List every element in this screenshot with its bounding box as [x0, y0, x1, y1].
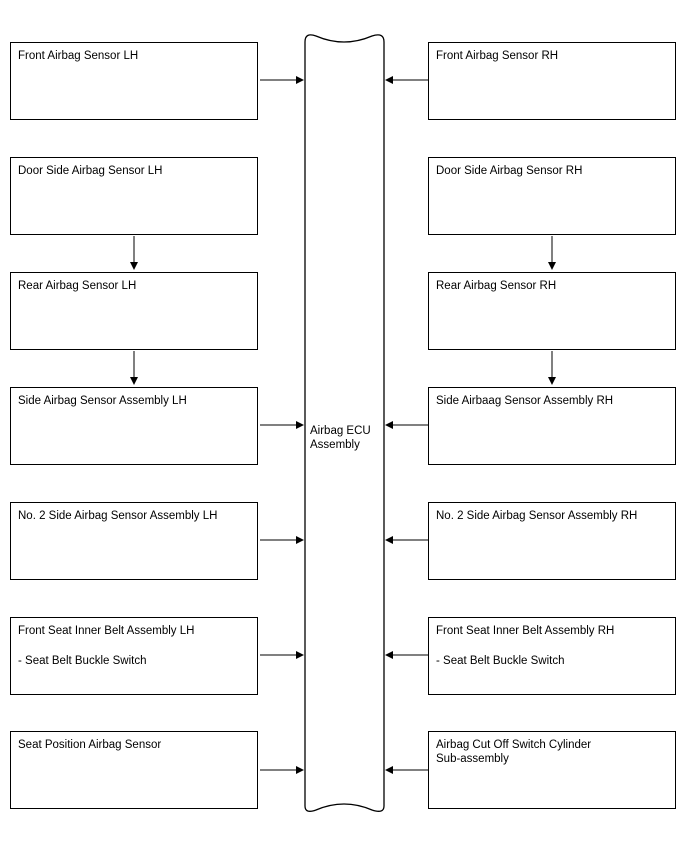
- box-front-seat-inner-belt-assembly-rh: Front Seat Inner Belt Assembly RH - Seat…: [428, 617, 676, 695]
- box-no2-side-airbag-sensor-assembly-lh: No. 2 Side Airbag Sensor Assembly LH: [10, 502, 258, 580]
- box-front-airbag-sensor-rh: Front Airbag Sensor RH: [428, 42, 676, 120]
- box-door-side-airbag-sensor-rh: Door Side Airbag Sensor RH: [428, 157, 676, 235]
- box-door-side-airbag-sensor-lh: Door Side Airbag Sensor LH: [10, 157, 258, 235]
- box-label: Door Side Airbag Sensor RH: [436, 165, 583, 177]
- box-sublabel: - Seat Belt Buckle Switch: [436, 655, 565, 667]
- box-sublabel: - Seat Belt Buckle Switch: [18, 655, 147, 667]
- box-seat-position-airbag-sensor: Seat Position Airbag Sensor: [10, 731, 258, 809]
- ecu-label-line2: Assembly: [310, 439, 360, 451]
- box-label: Front Airbag Sensor RH: [436, 50, 559, 62]
- ecu-label: Airbag ECU Assembly: [310, 424, 382, 452]
- box-front-seat-inner-belt-assembly-lh: Front Seat Inner Belt Assembly LH - Seat…: [10, 617, 258, 695]
- box-label: Front Seat Inner Belt Assembly RH: [436, 625, 615, 637]
- box-side-airbag-sensor-assembly-lh: Side Airbag Sensor Assembly LH: [10, 387, 258, 465]
- box-rear-airbag-sensor-rh: Rear Airbag Sensor RH: [428, 272, 676, 350]
- box-label: Front Airbag Sensor LH: [18, 50, 139, 62]
- box-rear-airbag-sensor-lh: Rear Airbag Sensor LH: [10, 272, 258, 350]
- box-label: Side Airbag Sensor Assembly LH: [18, 395, 187, 407]
- box-label: No. 2 Side Airbag Sensor Assembly RH: [436, 510, 638, 522]
- box-airbag-cut-off-switch-cylinder: Airbag Cut Off Switch Cylinder Sub-assem…: [428, 731, 676, 809]
- box-label: Front Seat Inner Belt Assembly LH: [18, 625, 195, 637]
- box-label: Door Side Airbag Sensor LH: [18, 165, 163, 177]
- box-label: Side Airbaag Sensor Assembly RH: [436, 395, 614, 407]
- box-label: Airbag Cut Off Switch Cylinder Sub-assem…: [436, 739, 592, 765]
- box-label: Seat Position Airbag Sensor: [18, 739, 162, 751]
- box-front-airbag-sensor-lh: Front Airbag Sensor LH: [10, 42, 258, 120]
- box-label: Rear Airbag Sensor RH: [436, 280, 557, 292]
- box-no2-side-airbag-sensor-assembly-rh: No. 2 Side Airbag Sensor Assembly RH: [428, 502, 676, 580]
- ecu-label-line1: Airbag ECU: [310, 425, 371, 437]
- ecu-bus: [304, 34, 385, 812]
- box-label: Rear Airbag Sensor LH: [18, 280, 137, 292]
- box-side-airbag-sensor-assembly-rh: Side Airbaag Sensor Assembly RH: [428, 387, 676, 465]
- box-label: No. 2 Side Airbag Sensor Assembly LH: [18, 510, 218, 522]
